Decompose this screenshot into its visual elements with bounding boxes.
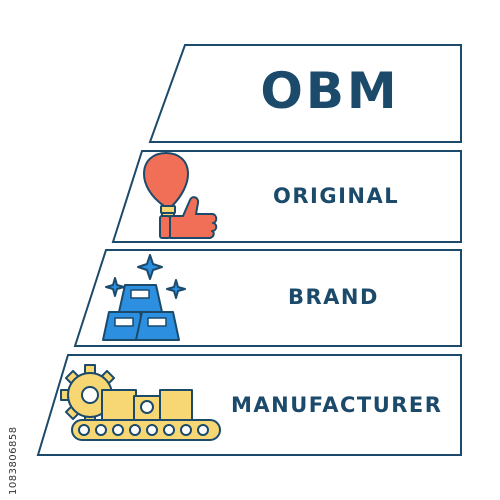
row-label-brand: BRAND: [288, 285, 379, 309]
side-id-text: 1083806858: [8, 426, 19, 495]
lightbulb-thumbs-up-icon: [143, 152, 218, 239]
row-label-original: ORIGINAL: [273, 184, 400, 208]
diagram-title: OBM: [260, 62, 400, 120]
tier-title-panel: [148, 44, 462, 143]
row-label-manufacturer: MANUFACTURER: [231, 393, 443, 417]
gold-bars-icon: [102, 254, 186, 341]
conveyor-gear-icon: [60, 364, 221, 441]
